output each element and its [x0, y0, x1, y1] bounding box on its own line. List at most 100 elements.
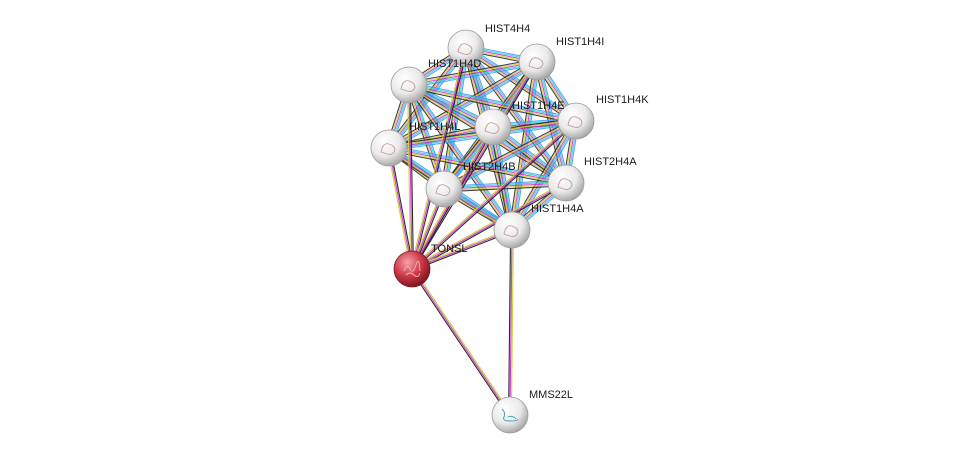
edge-line: [387, 148, 412, 270]
node-label-mms22l: MMS22L: [529, 389, 573, 401]
edge-line: [440, 47, 464, 189]
node-hist1h4e[interactable]: [474, 108, 512, 146]
node-hist1h4l[interactable]: [370, 129, 408, 167]
node-structure-glyph: [567, 116, 583, 128]
edge-line: [410, 83, 515, 229]
edge-line: [389, 147, 414, 269]
node-sphere[interactable]: [425, 170, 463, 208]
edge-line: [410, 47, 466, 269]
edge-line: [388, 148, 566, 185]
node-label-hist1h4k: HIST1H4K: [596, 94, 649, 106]
node-hist2h4b[interactable]: [425, 170, 463, 208]
nodes-layer: [370, 29, 595, 434]
node-hist2h4a[interactable]: [547, 164, 585, 202]
edge-line: [411, 120, 577, 270]
edge-line: [410, 119, 576, 269]
edge-TONSL-MMS22L: [410, 267, 512, 417]
edge-line: [408, 85, 576, 123]
node-label-tonsl: TONSL: [431, 243, 467, 255]
edge-HIST1H4I-HIST1H4L: [387, 59, 539, 151]
edge-line: [510, 120, 576, 230]
node-hist1h4a[interactable]: [493, 211, 531, 249]
node-structure-glyph: [484, 122, 500, 134]
edge-line: [408, 58, 537, 83]
edge-line: [409, 64, 538, 89]
node-sphere[interactable]: [370, 129, 408, 167]
edge-line: [509, 229, 513, 416]
node-label-hist1h4l: HIST1H4L: [409, 121, 460, 133]
edge-line: [442, 118, 575, 187]
edge-line: [407, 85, 512, 232]
node-sphere[interactable]: [474, 108, 512, 146]
node-sphere[interactable]: [547, 164, 585, 202]
node-structure-glyph: [501, 408, 519, 422]
edge-line: [408, 84, 413, 270]
node-structure-glyph: [503, 225, 519, 237]
node-hist1h4d[interactable]: [390, 66, 428, 104]
edge-line: [411, 182, 567, 270]
node-structure-glyph: [435, 184, 451, 196]
node-label-hist1h4i: HIST1H4I: [556, 36, 604, 48]
edge-line: [409, 81, 577, 119]
edge-line: [389, 62, 538, 150]
edge-line: [510, 230, 514, 416]
edge-line: [387, 59, 536, 147]
edge-line: [388, 147, 567, 184]
edge-line: [513, 122, 579, 232]
edge-line: [411, 181, 566, 269]
edge-line: [410, 269, 510, 417]
node-hist1h4k[interactable]: [557, 102, 595, 140]
edge-line: [444, 48, 468, 190]
edge-line: [409, 62, 538, 87]
node-structure-glyph: [457, 43, 473, 55]
edge-line: [408, 84, 577, 122]
node-sphere[interactable]: [390, 66, 428, 104]
node-mms22l[interactable]: [491, 396, 529, 434]
edge-line: [389, 146, 567, 183]
edge-line: [412, 121, 578, 271]
edge-HIST1H4A-MMS22L: [508, 229, 514, 416]
edge-HIST1H4K-HIST1H4A: [509, 119, 579, 232]
edge-line: [408, 87, 576, 125]
node-label-hist1h4a: HIST1H4A: [531, 203, 584, 215]
node-sphere[interactable]: [557, 102, 595, 140]
edge-line: [464, 48, 566, 185]
edge-line: [443, 182, 567, 190]
node-sphere[interactable]: [393, 250, 431, 288]
edge-line: [412, 183, 567, 271]
node-structure-glyph: [400, 80, 416, 92]
node-tonsl[interactable]: [393, 250, 431, 288]
edge-HIST1H4I-HIST1H4D: [408, 58, 538, 89]
edge-line: [408, 84, 513, 231]
edge-TONSL-HIST4H4: [410, 47, 468, 270]
node-sphere[interactable]: [447, 29, 485, 67]
node-sphere[interactable]: [493, 211, 531, 249]
edge-line: [388, 61, 538, 149]
edge-line: [411, 268, 511, 416]
edge-line: [388, 150, 566, 187]
edge-line: [444, 185, 567, 193]
edge-line: [388, 60, 537, 148]
node-structure-glyph: [403, 260, 421, 278]
edge-line: [442, 47, 466, 189]
node-hist4h4[interactable]: [447, 29, 485, 67]
node-sphere[interactable]: [518, 43, 556, 81]
edge-line: [412, 48, 468, 270]
node-label-hist1h4d: HIST1H4D: [428, 58, 481, 70]
node-structure-glyph: [557, 178, 573, 190]
node-sphere[interactable]: [491, 396, 529, 434]
node-label-hist1h4e: HIST1H4E: [512, 100, 565, 112]
edge-line: [510, 61, 537, 230]
edge-line: [407, 85, 412, 270]
edge-TONSL-HIST1H4K: [410, 119, 578, 271]
node-label-hist4h4: HIST4H4: [485, 23, 530, 35]
node-hist1h4i[interactable]: [518, 43, 556, 81]
node-structure-glyph: [380, 143, 396, 155]
edge-HIST1H4D-HIST1H4K: [408, 81, 577, 125]
edge-TONSL-HIST2H4A: [411, 181, 567, 271]
edge-line: [388, 147, 413, 270]
node-label-hist2h4b: HIST2H4B: [463, 161, 516, 173]
edge-line: [412, 62, 539, 271]
edge-TONSL-HIST1H4L: [387, 147, 414, 270]
